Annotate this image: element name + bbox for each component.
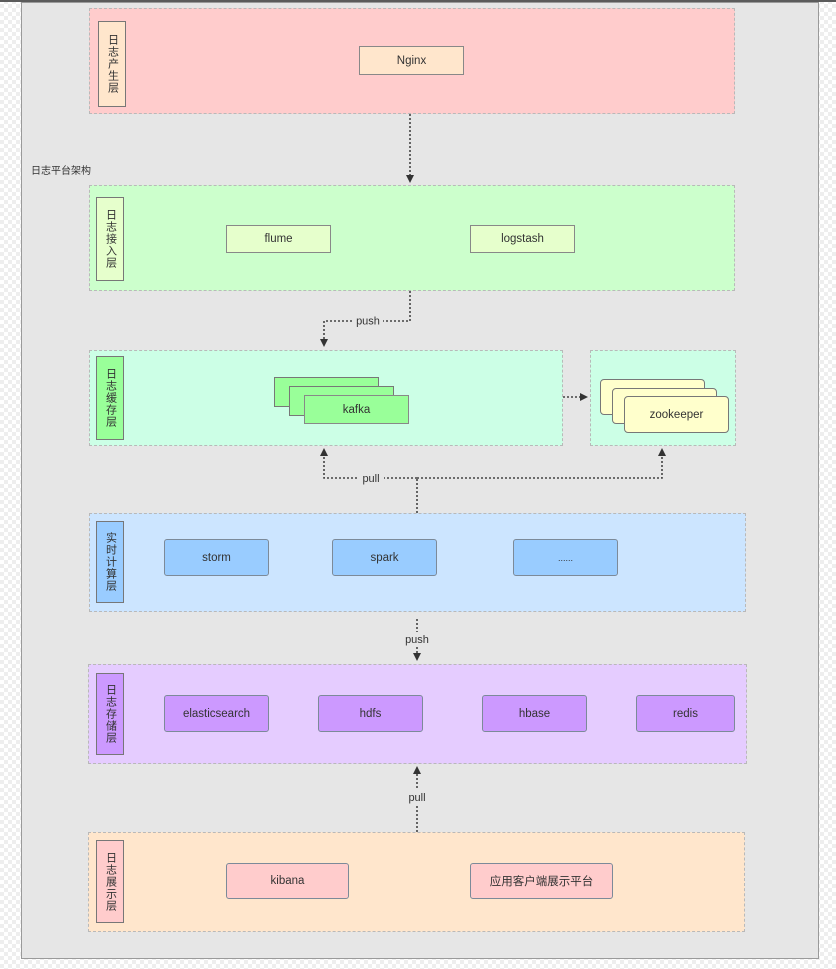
hbase-node[interactable]: hbase — [482, 695, 587, 732]
client-display-platform-node[interactable]: 应用客户端展示平台 — [470, 863, 613, 899]
top-border-line — [0, 0, 836, 2]
layer-storage-label: 日志存储层 — [96, 673, 124, 755]
layer-cache-label: 日志缓存层 — [96, 356, 124, 440]
elasticsearch-node[interactable]: elasticsearch — [164, 695, 269, 732]
kafka-node[interactable]: kafka — [304, 395, 409, 424]
redis-node[interactable]: redis — [636, 695, 735, 732]
storm-node[interactable]: storm — [164, 539, 269, 576]
logstash-node[interactable]: logstash — [470, 225, 575, 253]
zookeeper-node[interactable]: zookeeper — [624, 396, 729, 433]
hdfs-node[interactable]: hdfs — [318, 695, 423, 732]
layer-produce-label: 日志产生层 — [98, 21, 126, 107]
layer-display[interactable] — [88, 832, 745, 932]
diagram-canvas — [21, 2, 819, 959]
layer-compute-label: 实时计算层 — [96, 521, 124, 603]
layer-display-label: 日志展示层 — [96, 840, 124, 923]
nginx-node[interactable]: Nginx — [359, 46, 464, 75]
kibana-node[interactable]: kibana — [226, 863, 349, 899]
diagram-title: 日志平台架构 — [31, 166, 91, 177]
layer-ingest-label: 日志接入层 — [96, 197, 124, 281]
ellipsis-node[interactable]: ...... — [513, 539, 618, 576]
layer-ingest[interactable] — [89, 185, 735, 291]
spark-node[interactable]: spark — [332, 539, 437, 576]
flume-node[interactable]: flume — [226, 225, 331, 253]
